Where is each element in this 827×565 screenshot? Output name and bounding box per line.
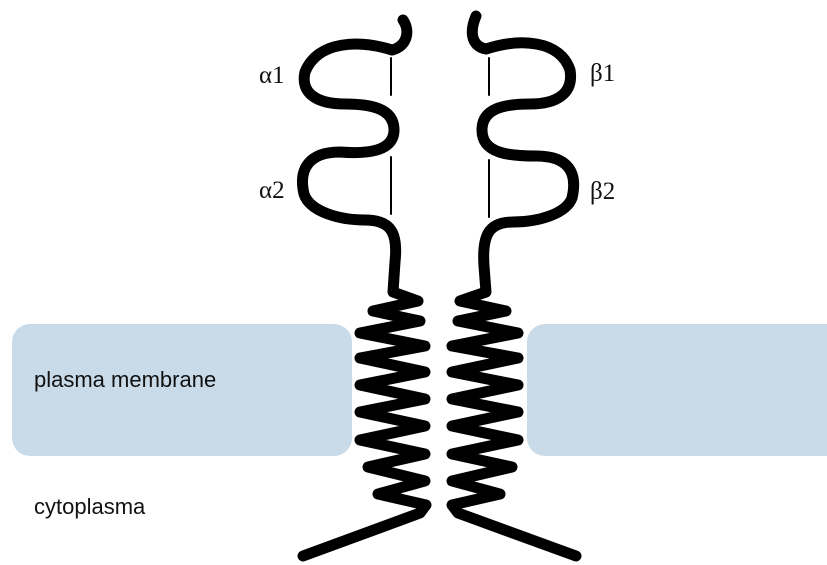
plasma-membrane-label: plasma membrane (34, 367, 216, 393)
beta1-label: β1 (590, 60, 615, 88)
alpha2-label: α2 (259, 177, 285, 205)
beta-chain (452, 16, 576, 556)
beta2-label: β2 (590, 178, 615, 206)
alpha-chain (303, 20, 427, 556)
alpha1-label: α1 (259, 62, 285, 90)
cytoplasma-label: cytoplasma (34, 494, 145, 520)
